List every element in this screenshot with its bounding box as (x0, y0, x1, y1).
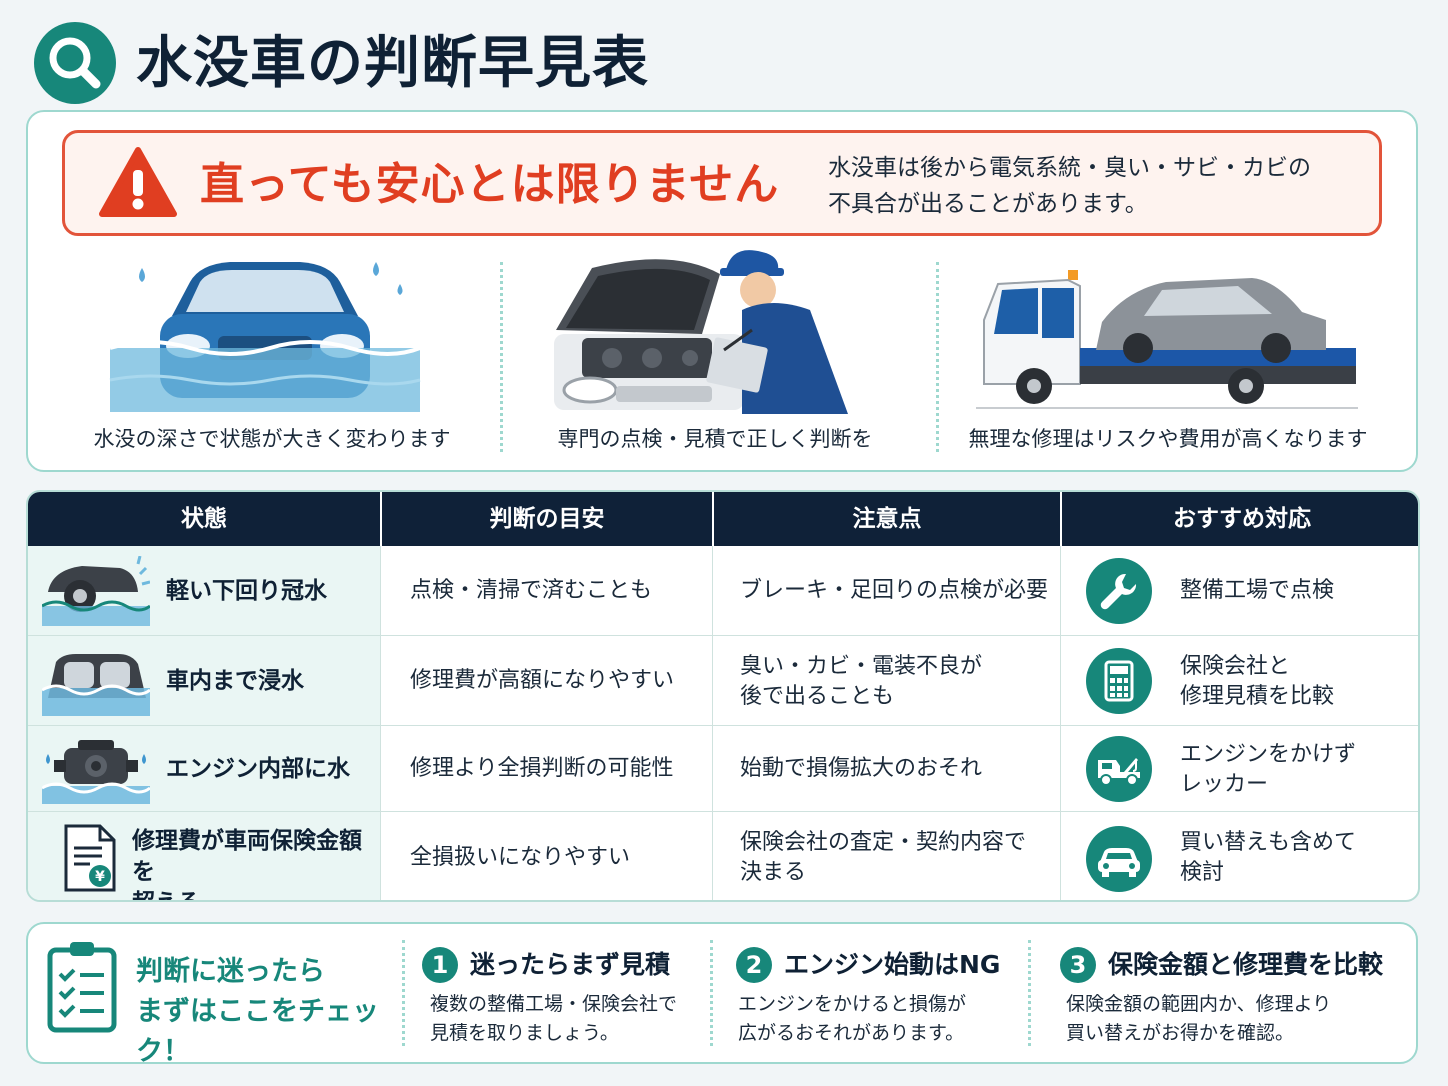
divider (380, 492, 382, 546)
svg-text:¥: ¥ (95, 869, 105, 885)
column-header: おすすめ対応 (1173, 506, 1311, 532)
divider (380, 546, 381, 900)
wrench-icon (1086, 558, 1152, 624)
action-cell: 整備工場で点検 (1180, 578, 1335, 603)
divider (1060, 492, 1062, 546)
checklist-icon (46, 938, 118, 1034)
column-header: 判断の目安 (489, 506, 605, 532)
step-title: 迷ったらまず見積 (470, 950, 671, 979)
step-title: エンジン始動はNG (784, 950, 1001, 979)
step-number: 3 (1060, 947, 1096, 983)
state-label: 車内まで浸水 (166, 668, 304, 694)
guide-cell: 点検・清掃で済むことも (410, 578, 653, 603)
caution-cell: ブレーキ・足回りの点検が必要 (740, 578, 1049, 603)
guide-cell: 全損扱いになりやすい (410, 845, 631, 870)
step-description: 複数の整備工場・保険会社で 見積を取りましょう。 (430, 993, 678, 1044)
flooded-car-illustration (100, 250, 430, 414)
guide-cell: 修理費が高額になりやすい (410, 668, 675, 693)
calculator-icon (1086, 648, 1152, 714)
divider (712, 546, 713, 900)
page-title: 水没車の判断早見表 (136, 31, 649, 96)
engine-water-icon (41, 734, 151, 804)
warning-icon (98, 146, 178, 218)
step-title: 保険金額と修理費を比較 (1108, 950, 1384, 979)
action-cell: 買い替えも含めて 検討 (1180, 830, 1357, 885)
divider (936, 262, 939, 452)
column-header: 状態 (181, 506, 227, 532)
table-header: 状態 判断の目安 注意点 おすすめ対応 (28, 492, 1418, 546)
illustration-caption: 無理な修理はリスクや費用が高くなります (968, 427, 1368, 451)
car-splash-icon (41, 555, 151, 626)
tow-truck-icon (1086, 736, 1152, 802)
divider (500, 262, 503, 452)
warning-box (62, 130, 1382, 236)
decision-table: 状態 判断の目安 注意点 おすすめ対応 軽い下回り冠水 点検・清掃で済むことも (26, 490, 1420, 902)
caution-cell: 臭い・カビ・電装不良が 後で出ることも (740, 654, 983, 709)
mechanic-inspection-illustration (552, 250, 872, 414)
search-icon (34, 22, 116, 104)
checklist-panel (26, 922, 1418, 1064)
caution-cell: 始動で損傷拡大のおそれ (740, 756, 983, 781)
step-number: 2 (736, 947, 772, 983)
step-number: 1 (422, 947, 458, 983)
state-label: 修理費が車両保険金額を 超える (132, 828, 362, 900)
divider (710, 940, 713, 1046)
step-description: エンジンをかけると損傷が 広がるおそれがあります。 (738, 993, 967, 1044)
state-label: エンジン内部に水 (166, 756, 350, 782)
car-icon (1086, 826, 1152, 892)
step-description: 保険金額の範囲内か、修理より 買い替えがお得かを確認。 (1066, 993, 1332, 1044)
illustration-caption: 水没の深さで状態が大きく変わります (93, 427, 451, 451)
caution-cell: 保険会社の査定・契約内容で 決まる (740, 830, 1027, 885)
illustration-caption: 専門の点検・見積で正しく判断を (557, 427, 873, 451)
checklist-label: 判断に迷ったら まずはここをチェック！ (136, 956, 379, 1067)
document-yen-icon: ¥ (62, 822, 118, 894)
flooded-interior-icon (41, 646, 151, 716)
action-cell: エンジンをかけず レッカー (1180, 742, 1357, 797)
divider (1028, 940, 1031, 1046)
divider (712, 492, 714, 546)
action-cell: 保険会社と 修理見積を比較 (1180, 654, 1335, 709)
warning-title: 直っても安心とは限りません (200, 159, 780, 210)
divider (1060, 546, 1061, 900)
column-header: 注意点 (852, 506, 922, 532)
tow-truck-illustration (976, 250, 1358, 414)
warning-description: 水没車は後から電気系統・臭い・サビ・カビの 不具合が出ることがあります。 (828, 155, 1311, 217)
guide-cell: 修理より全損判断の可能性 (410, 756, 674, 781)
state-label: 軽い下回り冠水 (166, 578, 327, 604)
divider (402, 940, 405, 1046)
